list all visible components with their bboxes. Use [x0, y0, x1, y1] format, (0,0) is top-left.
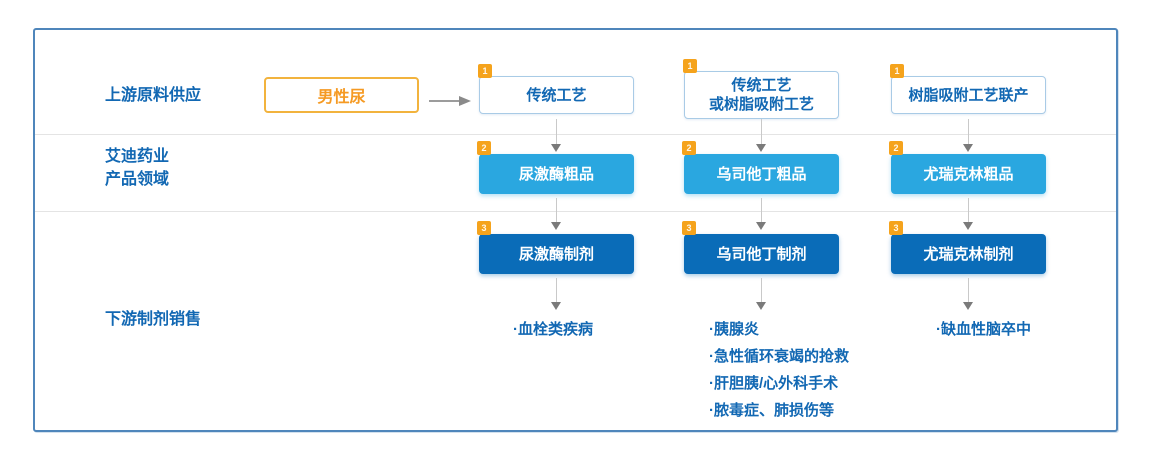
- arrow-down-icon: [963, 198, 973, 230]
- formulation-label: 尤瑞克林制剂: [923, 245, 1014, 263]
- diagram-frame: 上游原料供应 艾迪药业 产品领域 下游制剂销售 男性尿 1 传统工艺 2 尿激酶…: [33, 28, 1118, 432]
- formulation-label: 尿激酶制剂: [518, 245, 594, 263]
- crude-label: 乌司他丁粗品: [716, 165, 807, 183]
- crude-label: 尤瑞克林粗品: [923, 165, 1014, 183]
- source-box-label: 男性尿: [317, 89, 366, 106]
- row-divider: [35, 211, 1116, 212]
- arrow-line: [429, 100, 461, 102]
- step3-badge: 3: [682, 221, 696, 235]
- indication-list-col2: ·胰腺炎 ·急性循环衰竭的抢救 ·肝胆胰/心外科手术 ·脓毒症、肺损伤等: [709, 316, 849, 424]
- arrow-down-icon: [756, 198, 766, 230]
- step2-badge: 2: [889, 141, 903, 155]
- process-box-col3: 1 树脂吸附工艺联产: [890, 64, 1046, 114]
- crude-box-col2: 2 乌司他丁粗品: [682, 141, 839, 194]
- process-label: 树脂吸附工艺联产: [908, 86, 1029, 104]
- crude-label: 尿激酶粗品: [518, 165, 594, 183]
- row-label-company-products: 艾迪药业 产品领域: [105, 148, 170, 188]
- step1-badge: 1: [683, 59, 697, 73]
- arrow-down-icon: [551, 198, 561, 230]
- row-divider: [35, 134, 1116, 135]
- arrow-right-icon: [429, 96, 471, 106]
- step2-badge: 2: [682, 141, 696, 155]
- arrow-down-icon: [963, 278, 973, 310]
- step1-badge: 1: [890, 64, 904, 78]
- indication-item: ·缺血性脑卒中: [936, 321, 1031, 338]
- arrow-down-icon: [756, 119, 766, 152]
- indication-list-col3: ·缺血性脑卒中: [936, 316, 1031, 343]
- step3-badge: 3: [477, 221, 491, 235]
- arrow-down-icon: [756, 278, 766, 310]
- arrow-down-icon: [963, 119, 973, 152]
- step2-badge: 2: [477, 141, 491, 155]
- step3-badge: 3: [889, 221, 903, 235]
- indication-item: ·血栓类疾病: [513, 321, 593, 338]
- indication-list-col1: ·血栓类疾病: [513, 316, 593, 343]
- row-label-upstream-supply: 上游原料供应: [105, 87, 202, 104]
- formulation-box-col3: 3 尤瑞克林制剂: [889, 221, 1046, 274]
- process-label: 传统工艺 或树脂吸附工艺: [708, 77, 814, 113]
- indication-item: ·肝胆胰/心外科手术: [709, 375, 839, 392]
- arrow-down-icon: [551, 119, 561, 152]
- indication-item: ·脓毒症、肺损伤等: [709, 402, 834, 419]
- arrow-down-icon: [551, 278, 561, 310]
- formulation-box-col2: 3 乌司他丁制剂: [682, 221, 839, 274]
- arrow-head: [459, 96, 471, 106]
- step1-badge: 1: [478, 64, 492, 78]
- indication-item: ·胰腺炎: [709, 321, 759, 338]
- indication-item: ·急性循环衰竭的抢救: [709, 348, 849, 365]
- source-box-male-urine: 男性尿: [264, 77, 419, 113]
- formulation-label: 乌司他丁制剂: [716, 245, 807, 263]
- crude-box-col1: 2 尿激酶粗品: [477, 141, 634, 194]
- formulation-box-col1: 3 尿激酶制剂: [477, 221, 634, 274]
- process-label: 传统工艺: [526, 86, 587, 104]
- process-box-col2: 1 传统工艺 或树脂吸附工艺: [683, 59, 839, 119]
- crude-box-col3: 2 尤瑞克林粗品: [889, 141, 1046, 194]
- process-box-col1: 1 传统工艺: [478, 64, 634, 114]
- row-label-downstream-sales: 下游制剂销售: [105, 311, 202, 328]
